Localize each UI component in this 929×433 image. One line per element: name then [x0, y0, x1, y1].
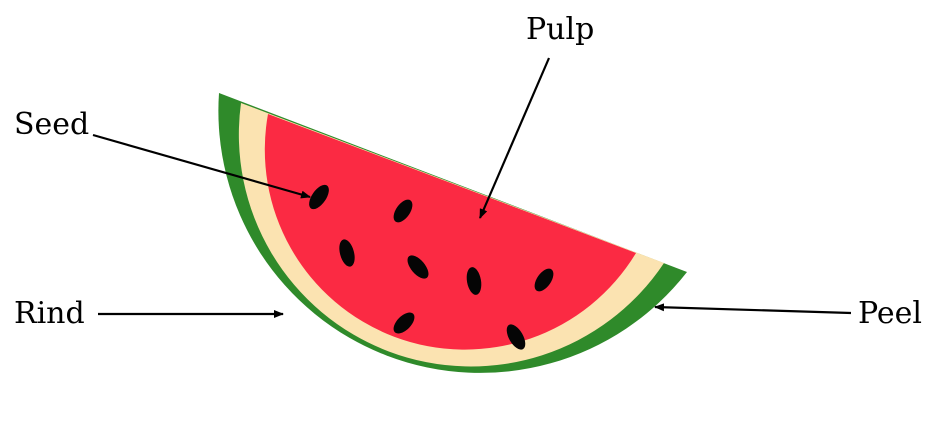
seed-label: Seed	[14, 107, 89, 142]
watermelon-slice	[218, 93, 687, 373]
pulp-arrow	[480, 58, 549, 218]
peel-label: Peel	[858, 296, 922, 331]
rind-label: Rind	[14, 296, 85, 331]
peel-arrow	[655, 307, 851, 313]
pulp-label: Pulp	[526, 12, 594, 47]
